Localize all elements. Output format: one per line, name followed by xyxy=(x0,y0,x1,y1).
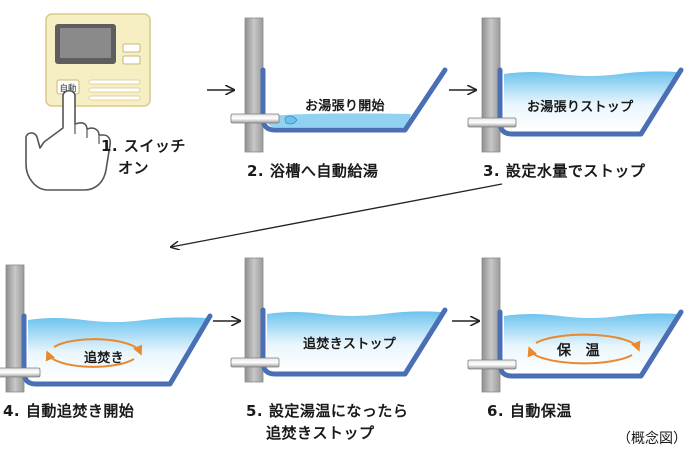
step5-tub-label: 追焚きストップ xyxy=(303,337,397,352)
circulation-arrows-icon xyxy=(45,338,143,368)
bath-water xyxy=(504,71,677,131)
step3-tub-label: お湯張りストップ xyxy=(527,100,634,115)
step4-bathtub xyxy=(0,264,213,393)
flow-arrows xyxy=(171,90,503,321)
inlet-pipe xyxy=(467,359,517,370)
step2-caption: 2. 浴槽へ自動給湯 xyxy=(247,162,379,180)
inlet-pipe xyxy=(230,357,280,368)
panel-button-row xyxy=(88,79,141,85)
panel-button-row xyxy=(88,95,141,101)
step6-bathtub xyxy=(467,257,684,393)
panel-small-button xyxy=(122,43,141,53)
step3-bathtub xyxy=(467,17,684,153)
step1-remote-illustration: 自動 xyxy=(25,13,151,191)
concept-note: （概念図） xyxy=(617,431,687,447)
step6-caption: 6. 自動保温 xyxy=(487,402,572,420)
step5-caption: 5. 設定湯温になったら 追焚きストップ xyxy=(246,402,409,442)
bath-water xyxy=(504,313,677,373)
step4-caption: 4. 自動追焚き開始 xyxy=(3,402,135,420)
pointing-hand-icon xyxy=(25,89,112,191)
panel-button-row xyxy=(88,87,141,93)
step2-tub-label: お湯張り開始 xyxy=(305,99,385,114)
step5-bathtub xyxy=(230,257,448,383)
step4-tub-label: 追焚き xyxy=(84,351,124,366)
inlet-pipe xyxy=(230,113,280,124)
arrow-3-to-4 xyxy=(171,183,503,247)
bath-water xyxy=(267,113,411,127)
inlet-pipe xyxy=(467,117,517,128)
inlet-pipe xyxy=(0,367,41,378)
water-splash-icon xyxy=(284,115,298,125)
circulation-arrows-icon xyxy=(527,333,641,365)
auto-button-label: 自動 xyxy=(59,83,76,94)
step6-tub-label: 保 温 xyxy=(557,343,600,359)
wall-column xyxy=(481,257,501,393)
bath-water xyxy=(267,311,441,371)
step1-caption: 1. スイッチ オン xyxy=(101,137,186,177)
panel-small-button xyxy=(122,55,141,65)
step2-bathtub xyxy=(230,17,448,153)
step3-caption: 3. 設定水量でストップ xyxy=(483,162,646,180)
wall-column xyxy=(244,17,264,153)
wall-column xyxy=(481,17,501,153)
